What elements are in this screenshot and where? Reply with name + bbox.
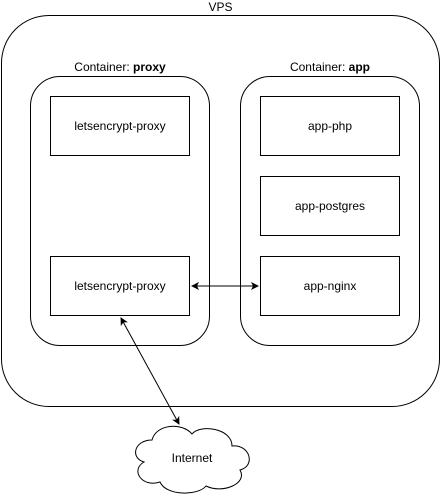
vps-boundary <box>1 15 440 407</box>
internet-label: Internet <box>171 451 213 465</box>
node-app-postgres: app-postgres <box>260 176 400 236</box>
node-letsencrypt-proxy-top: letsencrypt-proxy <box>50 96 190 156</box>
container-proxy-title: Container: proxy <box>74 60 166 74</box>
container-app <box>240 76 420 346</box>
vps-label: VPS <box>208 0 233 14</box>
link-proxy-to-internet <box>120 317 180 425</box>
internet-cloud <box>135 425 250 494</box>
node-letsencrypt-proxy-bottom: letsencrypt-proxy <box>50 256 190 316</box>
node-app-php: app-php <box>260 96 400 156</box>
container-app-title: Container: app <box>289 60 371 74</box>
node-app-nginx: app-nginx <box>260 256 400 316</box>
container-proxy <box>30 76 210 346</box>
